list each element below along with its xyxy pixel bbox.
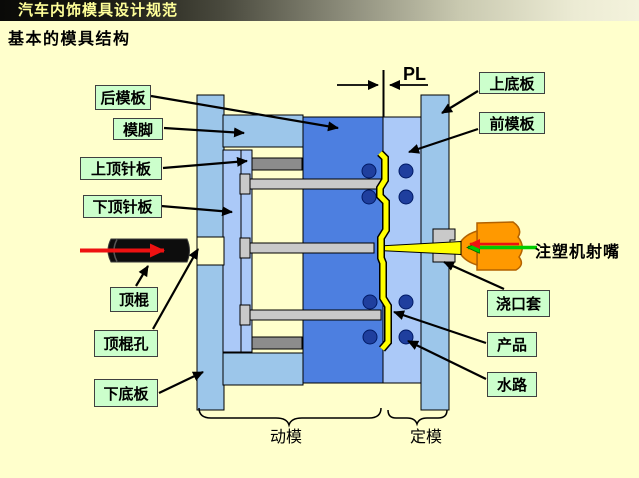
leader-ejector-rod-hole <box>152 248 199 330</box>
label-upper-ejector-plate: 上顶针板 <box>80 157 162 180</box>
label-lower-bottom-plate: 下底板 <box>94 379 158 407</box>
leader-upper-ejector-plate <box>162 156 248 170</box>
mold-foot-bottom-block <box>222 352 304 386</box>
label-sprue-bushing: 浇口套 <box>487 290 550 317</box>
parting-line-mark <box>337 70 428 117</box>
injection-nozzle-text: 注塑机射嘴 <box>535 244 621 261</box>
half-braces <box>198 407 448 428</box>
page-title: 基本的模具结构 <box>8 31 131 48</box>
label-upper-bottom-plate: 上底板 <box>479 72 545 94</box>
fixed-half-label: 定模 <box>409 429 442 446</box>
title-text: 汽车内饰模具设计规范 <box>18 2 179 19</box>
leader-water-channel <box>407 340 487 380</box>
water-channel-holes <box>361 163 414 345</box>
label-rear-mold-plate: 后模板 <box>95 85 151 110</box>
label-ejector-rod: 顶棍 <box>110 287 158 312</box>
label-mold-foot: 模脚 <box>113 118 163 140</box>
return-pin-bars <box>251 157 303 350</box>
label-front-mold-plate: 前模板 <box>479 112 545 134</box>
leader-rear-mold-plate <box>150 94 339 132</box>
leader-front-mold-plate <box>408 127 479 154</box>
label-lower-ejector-plate: 下顶针板 <box>83 195 162 218</box>
label-water-channel: 水路 <box>487 372 537 397</box>
pl-text: PL <box>403 64 427 84</box>
label-ejector-rod-hole: 顶棍孔 <box>94 330 158 357</box>
leader-upper-bottom-plate <box>441 90 479 114</box>
label-product: 产品 <box>487 332 537 357</box>
leader-ejector-rod <box>135 265 149 287</box>
fixed-half-brace <box>387 409 448 427</box>
lower-ejector-plate-block <box>222 149 242 353</box>
leader-lower-bottom-plate <box>158 371 204 394</box>
moving-half-label: 动模 <box>269 429 302 446</box>
leader-product <box>393 310 487 345</box>
moving-half-brace <box>198 407 382 428</box>
product-shape <box>376 150 392 352</box>
ejector-rod-hole-cutout <box>196 236 225 266</box>
leader-mold-foot <box>163 126 245 138</box>
leader-sprue-bushing <box>443 260 505 291</box>
ejector-pins <box>239 173 382 326</box>
title-bar: 汽车内饰模具设计规范 <box>0 0 639 21</box>
leader-arrows <box>135 90 505 394</box>
leader-lower-ejector-plate <box>160 204 233 217</box>
